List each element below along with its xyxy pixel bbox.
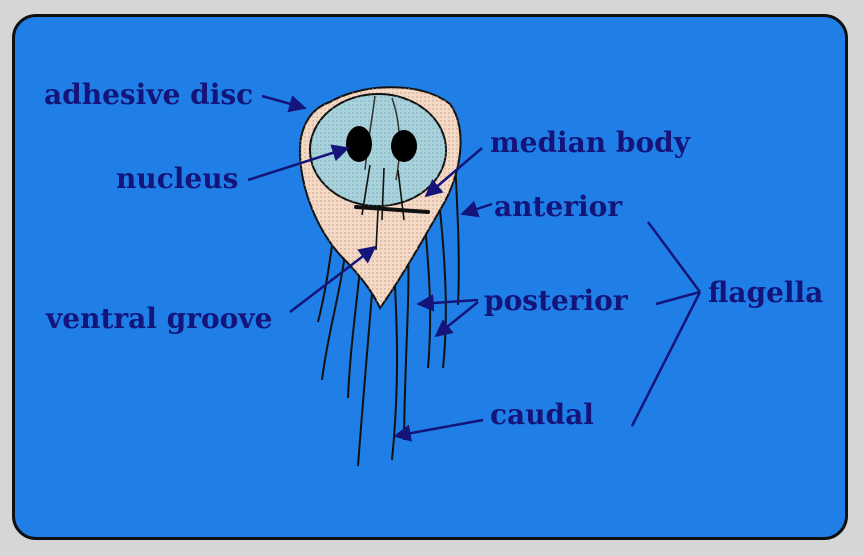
flagellum <box>440 210 446 368</box>
arrow-posterior-1 <box>418 300 478 304</box>
nucleus-right-shape <box>391 130 417 162</box>
label-posterior: posterior <box>484 284 629 317</box>
flagella-bracket <box>632 222 700 426</box>
nucleus-left-shape <box>346 126 372 162</box>
label-median-body: median body <box>490 126 691 159</box>
label-flagella: flagella <box>708 276 823 309</box>
arrow-adhesive-disc <box>262 96 305 108</box>
label-adhesive-disc: adhesive disc <box>44 78 253 111</box>
flagellum <box>455 160 459 305</box>
flagellum <box>404 245 408 440</box>
label-anterior: anterior <box>494 190 623 223</box>
flagellum <box>425 225 430 368</box>
label-caudal: caudal <box>490 398 594 431</box>
arrow-caudal <box>395 420 483 436</box>
label-ventral-groove: ventral groove <box>45 302 272 335</box>
arrow-anterior <box>462 204 492 214</box>
arrow-posterior-2 <box>436 302 478 336</box>
label-nucleus: nucleus <box>116 162 238 195</box>
